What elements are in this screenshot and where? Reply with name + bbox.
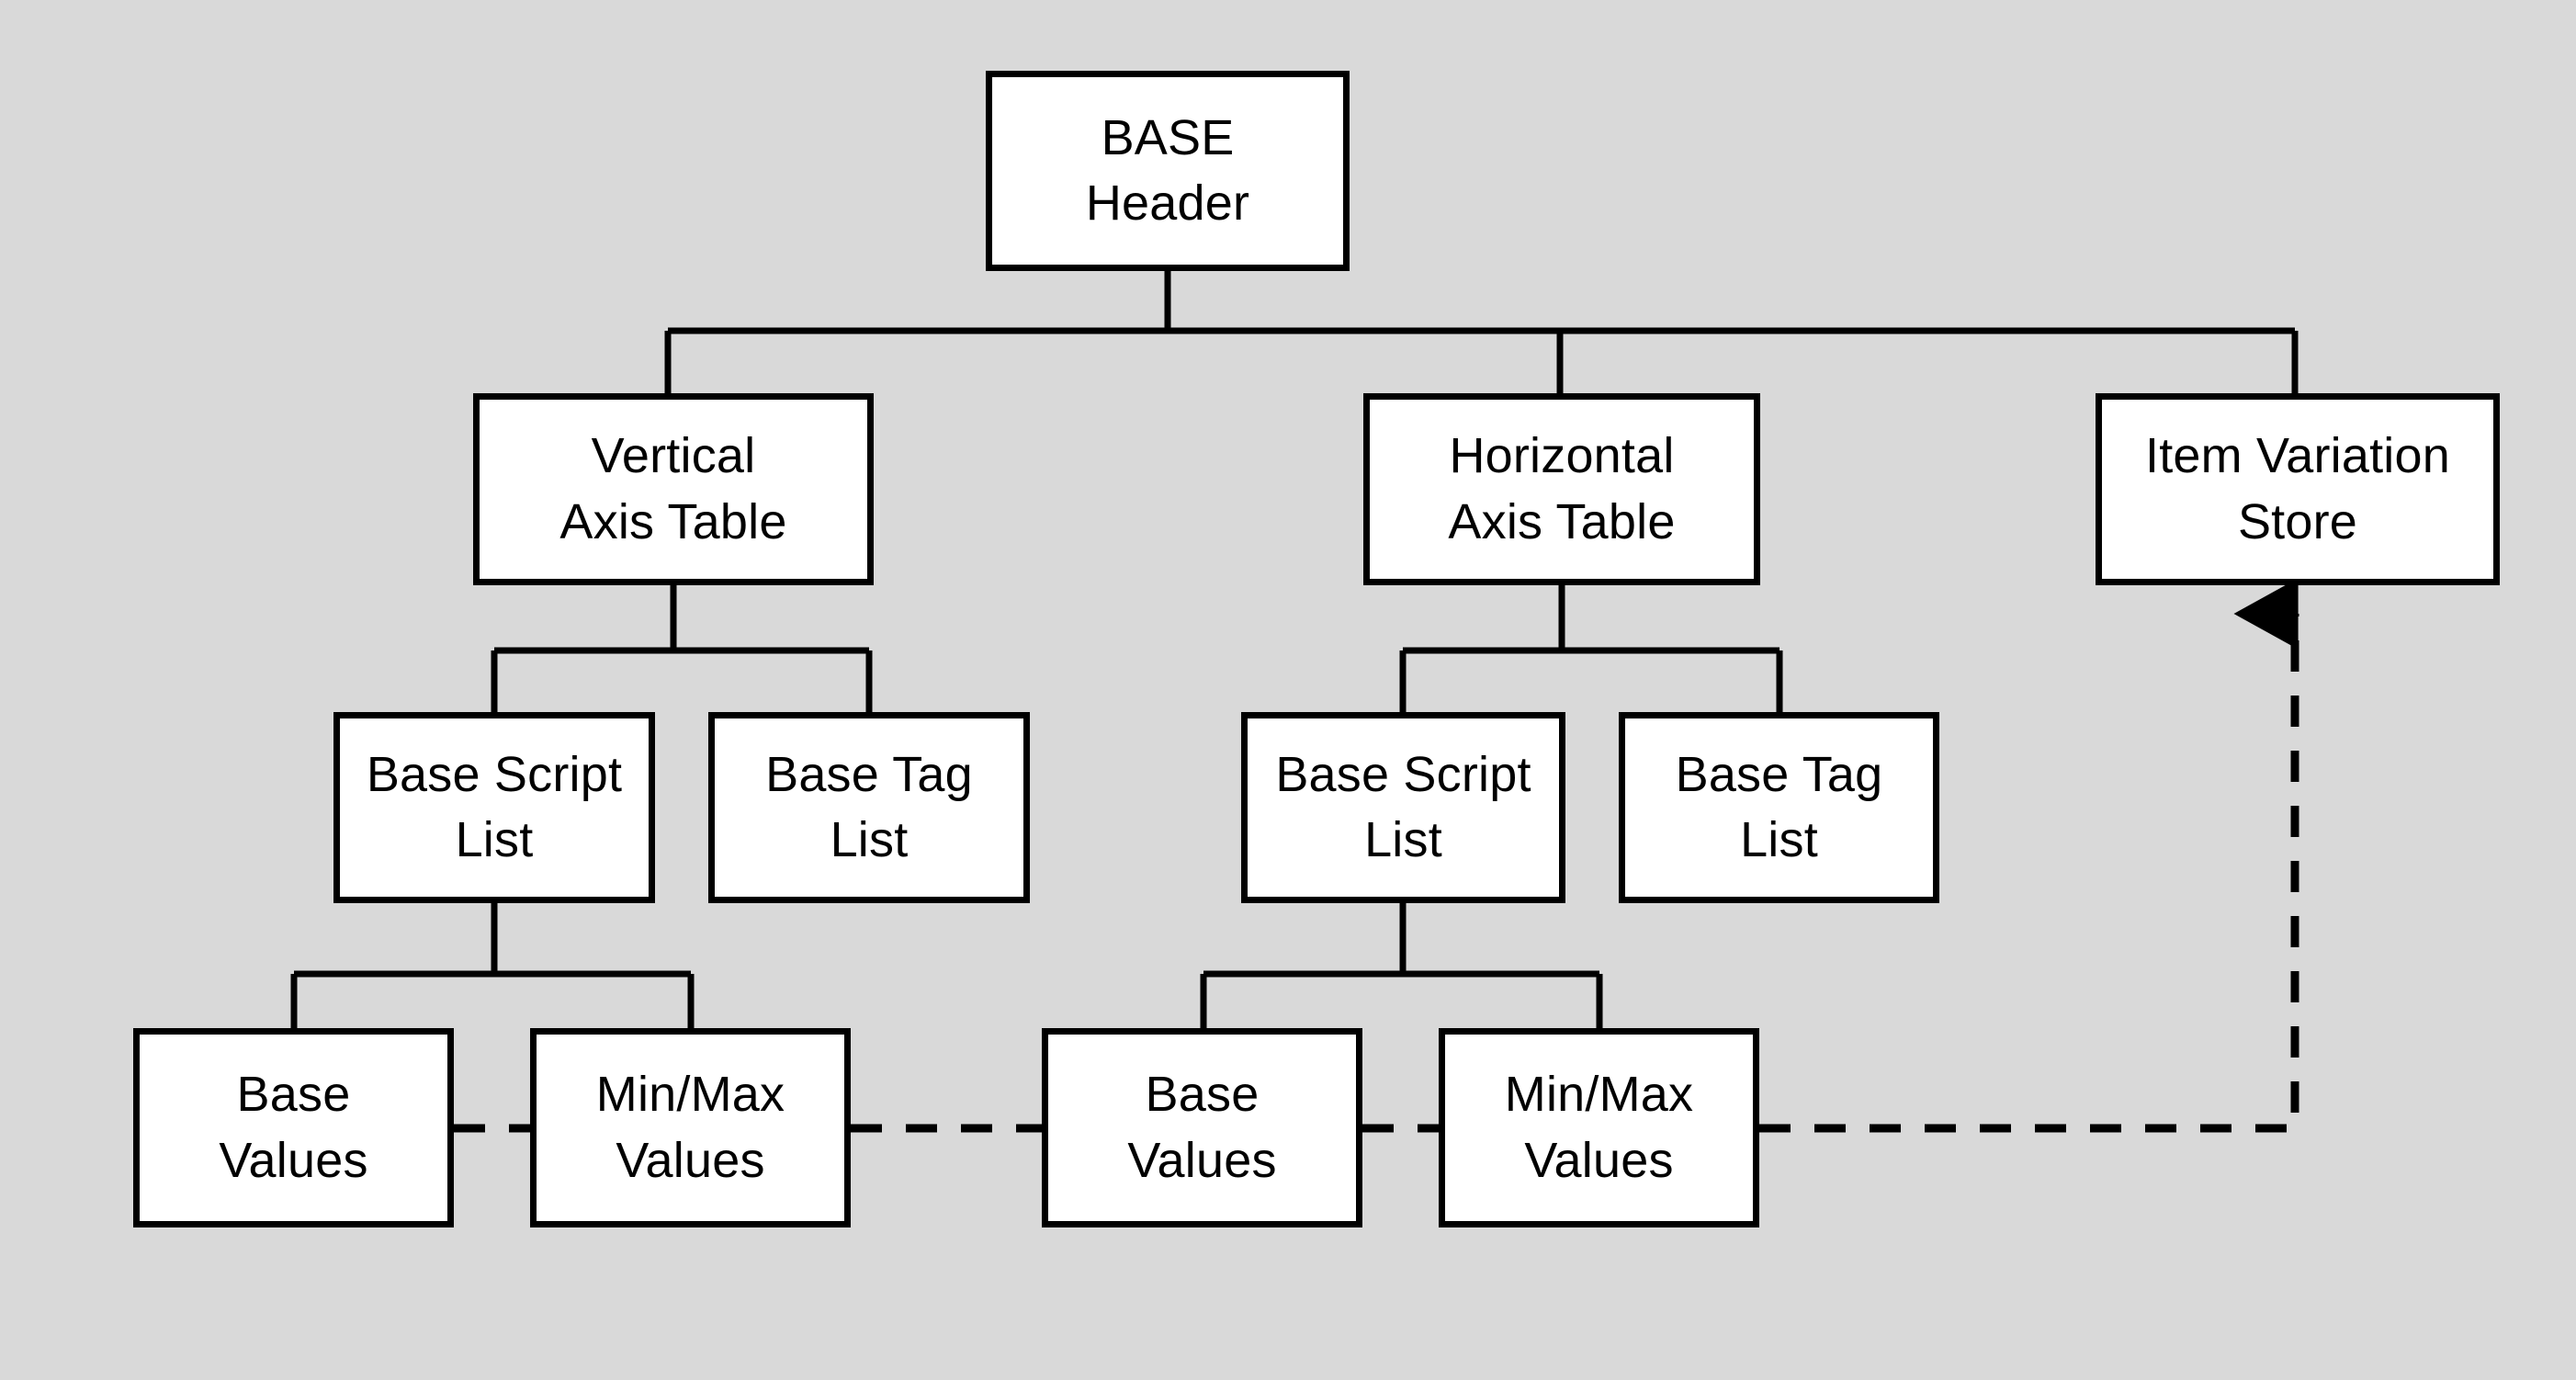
vertical-min-max-values-line1: Min/Max (595, 1067, 785, 1123)
vertical-base-tag-list-line2: List (830, 812, 909, 867)
horizontal-min-max-values-node[interactable]: Min/Max Values (1439, 1028, 1759, 1227)
connector-main-bus (664, 327, 2299, 393)
vertical-min-max-values-node[interactable]: Min/Max Values (530, 1028, 851, 1227)
vertical-base-values-line2: Values (219, 1132, 368, 1188)
vertical-base-values-line1: Base (236, 1067, 351, 1123)
item-variation-store-line1: Item Variation (2145, 428, 2450, 484)
horizontal-axis-table-line2: Axis Table (1448, 493, 1676, 549)
connector-vertical-script-children (290, 903, 695, 1028)
horizontal-base-values-line2: Values (1127, 1132, 1277, 1188)
vertical-base-tag-list-node[interactable]: Base Tag List (708, 712, 1030, 903)
horizontal-base-tag-list-line1: Base Tag (1675, 746, 1883, 802)
horizontal-axis-table-node[interactable]: Horizontal Axis Table (1363, 393, 1760, 585)
vertical-base-script-list-line2: List (455, 812, 534, 867)
item-variation-store-line2: Store (2237, 493, 2358, 549)
base-header-node[interactable]: BASE Header (986, 71, 1350, 271)
connector-horizontal-axis-children (1399, 585, 1783, 712)
horizontal-min-max-values-line2: Values (1524, 1132, 1674, 1188)
horizontal-base-script-list-line2: List (1364, 812, 1442, 867)
connector-vertical-axis-children (491, 585, 873, 712)
vertical-axis-table-node[interactable]: Vertical Axis Table (473, 393, 874, 585)
horizontal-base-values-line1: Base (1145, 1067, 1260, 1123)
vertical-base-script-list-line1: Base Script (366, 746, 623, 802)
vertical-base-tag-list-line1: Base Tag (765, 746, 973, 802)
base-header-line2: Header (1085, 175, 1250, 231)
vertical-axis-table-line2: Axis Table (559, 493, 787, 549)
item-variation-store-node[interactable]: Item Variation Store (2096, 393, 2500, 585)
vertical-base-script-list-node[interactable]: Base Script List (333, 712, 655, 903)
base-header-line1: BASE (1101, 109, 1235, 165)
vertical-base-values-node[interactable]: Base Values (133, 1028, 454, 1227)
vertical-axis-table-line1: Vertical (591, 428, 756, 484)
horizontal-base-tag-list-line2: List (1740, 812, 1818, 867)
horizontal-base-tag-list-node[interactable]: Base Tag List (1619, 712, 1939, 903)
horizontal-min-max-values-line1: Min/Max (1504, 1067, 1694, 1123)
vertical-min-max-values-line2: Values (616, 1132, 765, 1188)
connector-horizontal-script-children (1200, 903, 1603, 1028)
horizontal-base-values-node[interactable]: Base Values (1042, 1028, 1362, 1227)
horizontal-axis-table-line1: Horizontal (1449, 428, 1675, 484)
horizontal-base-script-list-node[interactable]: Base Script List (1241, 712, 1565, 903)
horizontal-base-script-list-line1: Base Script (1275, 746, 1531, 802)
